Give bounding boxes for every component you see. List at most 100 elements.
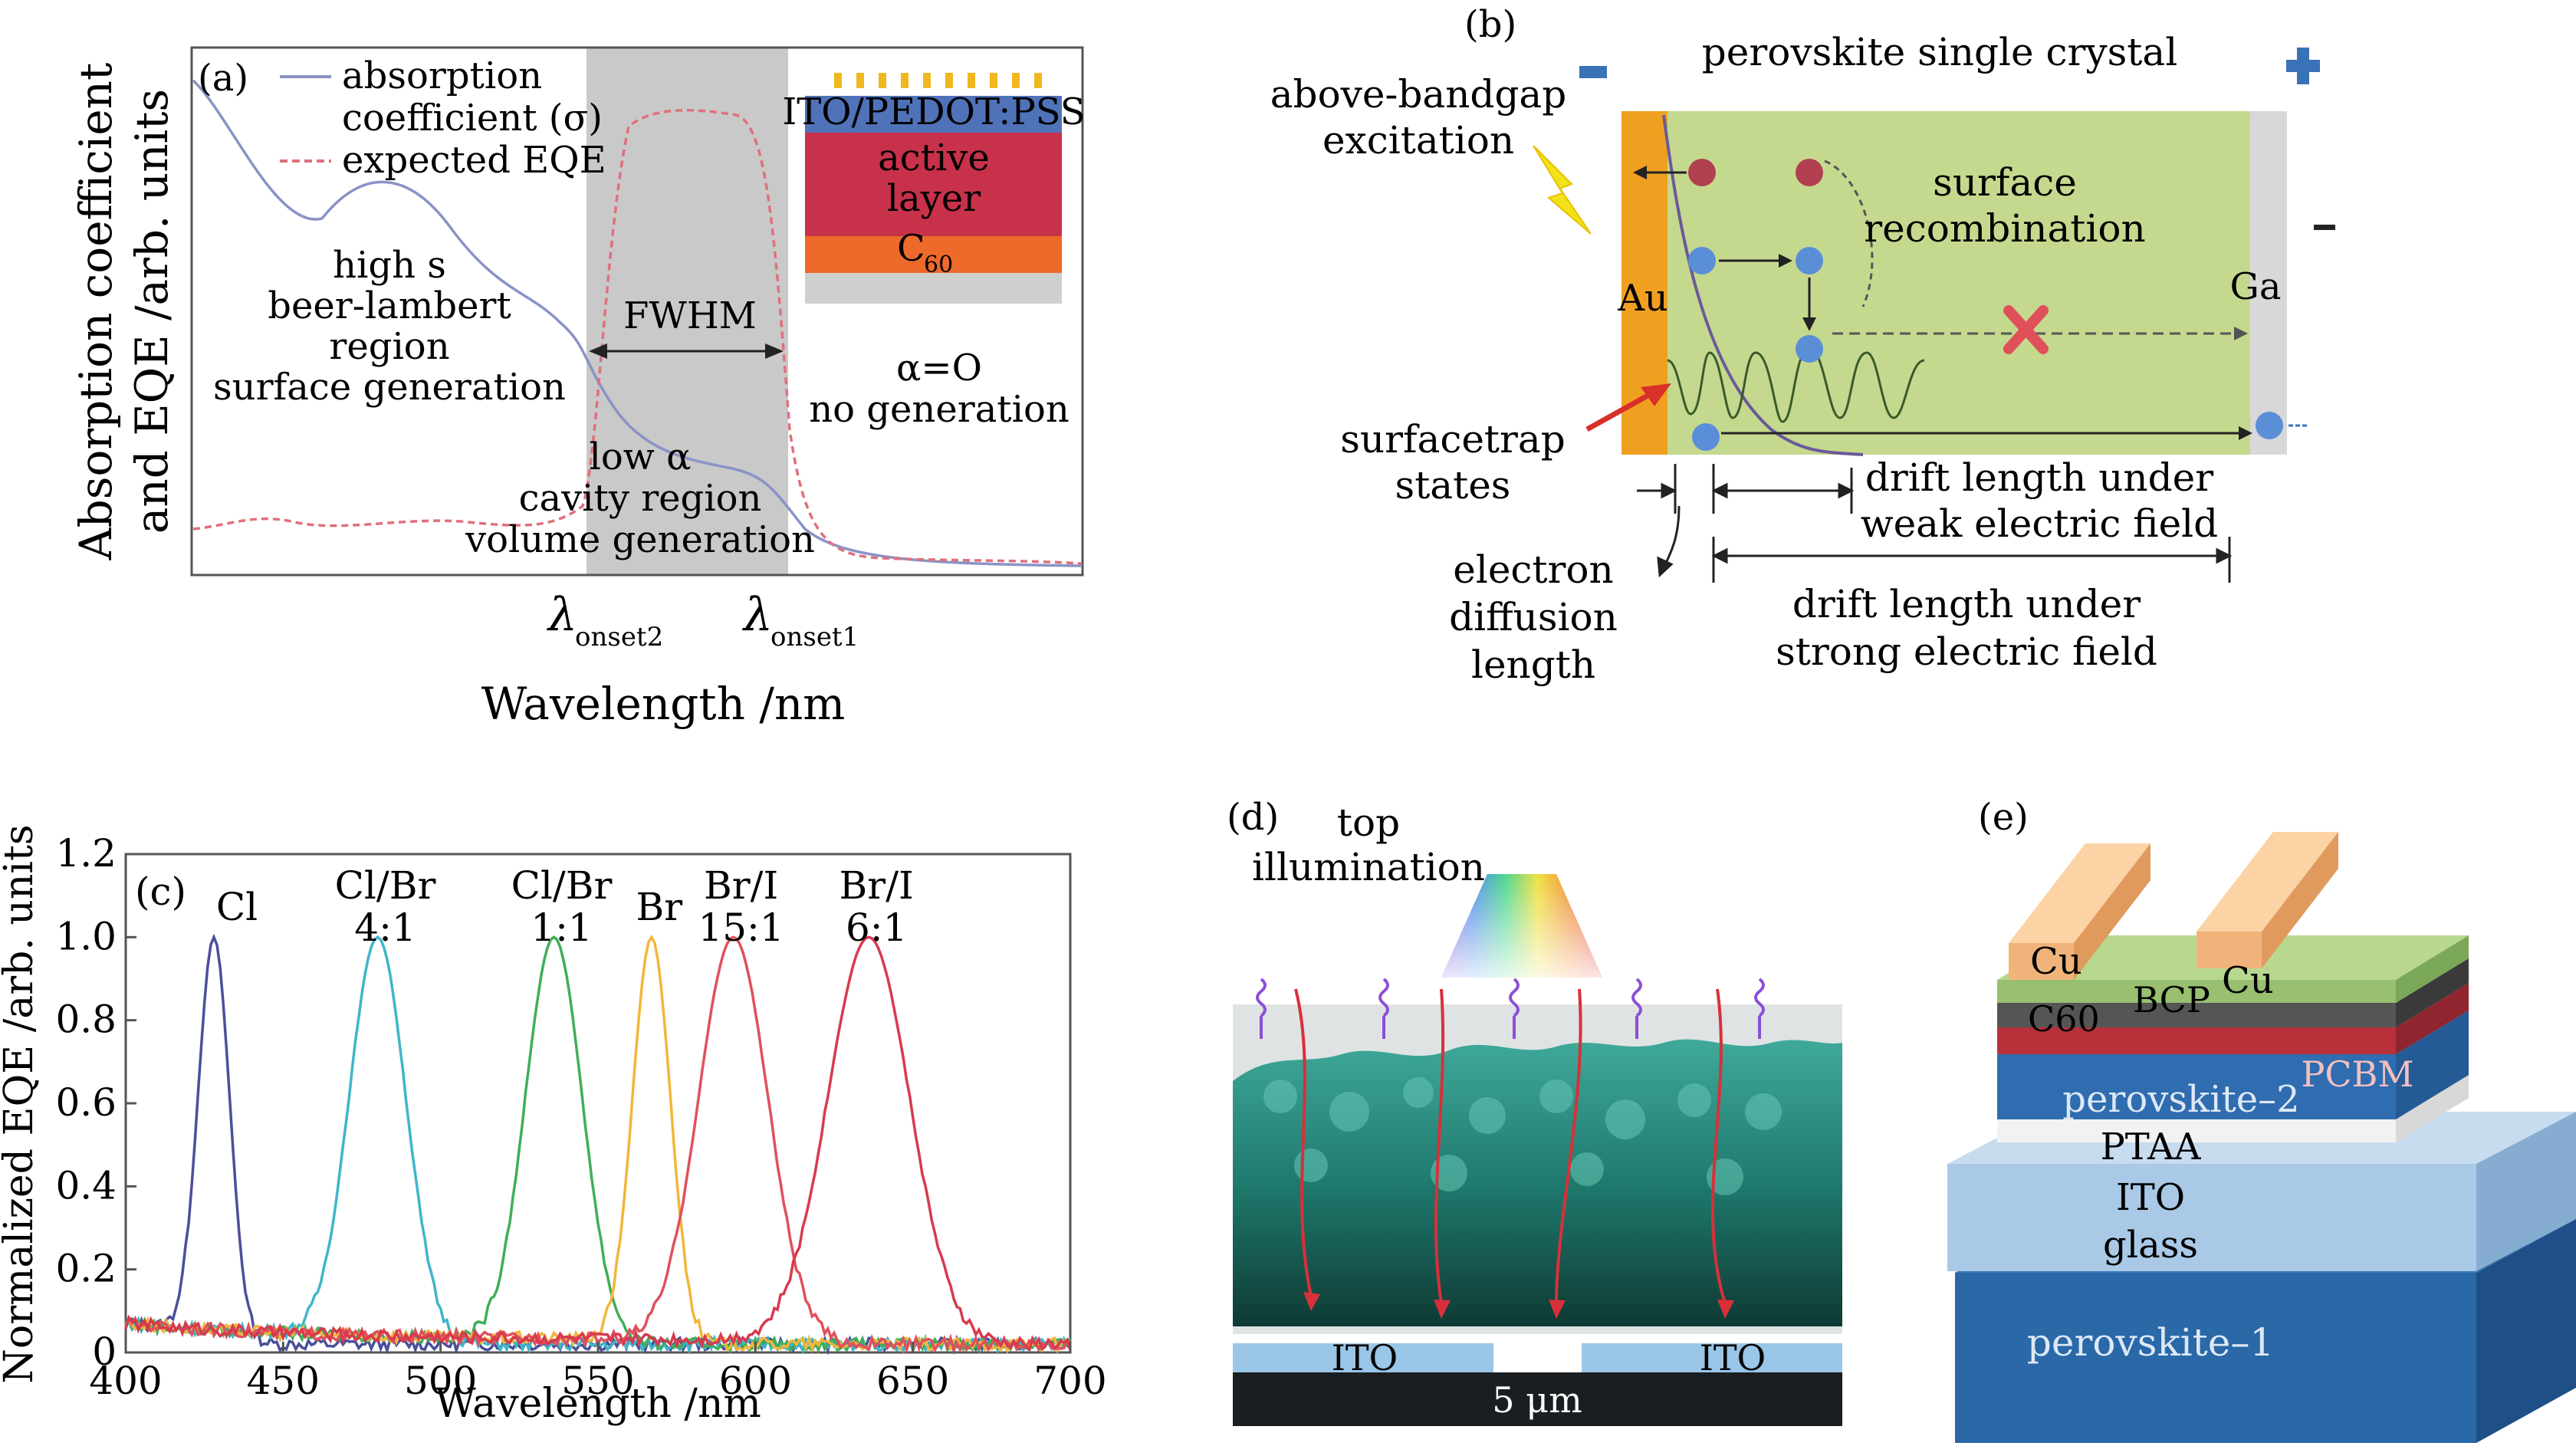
grain-texture bbox=[1263, 1077, 1782, 1195]
trap-wells-curve bbox=[1667, 347, 1925, 423]
electron-icon bbox=[1796, 335, 1823, 363]
x-tick-label: 650 bbox=[876, 1359, 949, 1403]
perovskite-1-front bbox=[1955, 1273, 2476, 1443]
lambda-onset2: λ bbox=[547, 588, 577, 642]
panel-a-y-axis-label-2: and EQE /arb. units bbox=[126, 89, 178, 534]
weak-field-label-2: weak electric field bbox=[1861, 501, 2218, 546]
fwhm-arrow-head-left bbox=[589, 343, 607, 359]
region-low-text-1: low α bbox=[589, 435, 691, 478]
peak-label: Br bbox=[636, 885, 682, 929]
x-tick-label: 500 bbox=[404, 1359, 477, 1403]
x-tick-label: 700 bbox=[1033, 1359, 1106, 1403]
gap-label: 5 μm bbox=[1492, 1379, 1582, 1421]
ptaa-front bbox=[1997, 1119, 2396, 1142]
glass-side bbox=[2476, 1112, 2576, 1271]
panel-a-figure: (a) absorption coefficient (σ) expected … bbox=[70, 46, 1086, 730]
chart-y-axis-label: Normalized EQE /arb. units bbox=[0, 824, 42, 1383]
cu-right-top bbox=[2196, 832, 2338, 932]
cu-right-side bbox=[2262, 832, 2338, 968]
region-zero-text-2: no generation bbox=[809, 388, 1070, 431]
panel-c-label: (c) bbox=[135, 869, 186, 914]
c60-side bbox=[2396, 958, 2469, 1027]
cu-right-label: Cu bbox=[2222, 959, 2274, 1002]
perovskite-2-side bbox=[2396, 1011, 2469, 1119]
trap-states-label-2: states bbox=[1395, 463, 1511, 508]
glass-front bbox=[1947, 1164, 2476, 1271]
panel-d-label: (d) bbox=[1227, 796, 1279, 839]
y-tick-label: 0 bbox=[92, 1329, 117, 1374]
panel-b-title: perovskite single crystal bbox=[1702, 30, 2177, 74]
panel-e: (e) Cu Cu C60 BCP PCBM perovskite–2 PTAA… bbox=[1932, 790, 2576, 1443]
region-zero-text-1: α=O bbox=[896, 347, 982, 389]
legend-absorption-label-2: coefficient (σ) bbox=[342, 97, 603, 140]
top-illumination-label-1: top bbox=[1337, 800, 1400, 845]
pcbm-label: PCBM bbox=[2301, 1053, 2413, 1095]
panel-a-y-axis-label-1: Absorption coefficient bbox=[70, 63, 122, 561]
electron-icon bbox=[1796, 247, 1823, 274]
y-tick-label: 0.6 bbox=[55, 1080, 117, 1125]
lambda-onset2-sub: onset2 bbox=[575, 622, 663, 652]
fwhm-arrow-head-right bbox=[765, 343, 784, 359]
external-minus-mark bbox=[2314, 225, 2335, 230]
lightning-icon bbox=[1533, 145, 1592, 235]
inset-active-label-2: layer bbox=[887, 177, 981, 220]
x-tick-label: 400 bbox=[89, 1359, 162, 1403]
series-line-br-i-15-1 bbox=[124, 935, 1071, 1355]
perovskite-crystal-block bbox=[1622, 111, 2258, 455]
peak-label-ratio: 1:1 bbox=[531, 905, 592, 950]
peak-label: Cl/Br bbox=[511, 863, 613, 908]
hole-icon bbox=[1796, 159, 1823, 186]
peak-label: Br/I bbox=[704, 863, 778, 908]
x-tick-label: 600 bbox=[719, 1359, 792, 1403]
trap-states-label-1: surfacetrap bbox=[1340, 417, 1565, 462]
series-line-cl bbox=[125, 933, 1072, 1356]
electron-trap-arrow-head bbox=[1802, 317, 1816, 331]
electron-icon bbox=[1688, 247, 1716, 274]
region-high-text-2: beer-lambert bbox=[268, 284, 511, 327]
inset-c60-sub: 60 bbox=[924, 251, 953, 278]
ptaa-side bbox=[2396, 1075, 2469, 1142]
fwhm-shaded-region bbox=[586, 48, 788, 575]
perovskite-1-side bbox=[2476, 1219, 2576, 1443]
gap-arrow bbox=[1496, 1350, 1579, 1365]
panel-a: (a) absorption coefficient (σ) expected … bbox=[0, 0, 1096, 736]
panel-d-figure: (d) top illumination ITO ITO 5 μm bbox=[1227, 796, 1842, 1426]
inset-active-label-1: active bbox=[878, 136, 990, 179]
ga-label: Ga bbox=[2230, 265, 2282, 308]
peak-label-ratio: 6:1 bbox=[846, 905, 907, 950]
y-tick-label: 0.8 bbox=[55, 997, 117, 1042]
region-high-text-4: surface generation bbox=[213, 366, 566, 409]
region-low-text-3: volume generation bbox=[465, 518, 815, 561]
surface-recombination-label-1: surface bbox=[1933, 160, 2077, 205]
device-stack-inset bbox=[805, 73, 1062, 304]
series-line-br-i-6-1 bbox=[124, 935, 1072, 1352]
bcp-side bbox=[2396, 935, 2469, 1003]
chart-series-group bbox=[124, 933, 1072, 1356]
absorption-curve bbox=[192, 79, 1082, 567]
blocked-drift-arrow-head bbox=[2234, 327, 2248, 340]
perovskite-2-front bbox=[1997, 1054, 2396, 1119]
ito-label: ITO bbox=[2116, 1176, 2185, 1219]
carrier-path-arrows bbox=[1294, 988, 1727, 1304]
fwhm-label: FWHM bbox=[623, 294, 757, 337]
diffusion-label-2: diffusion bbox=[1449, 595, 1618, 639]
above-bandgap-label-1: above-bandgap bbox=[1270, 72, 1567, 117]
strong-field-label-1: drift length under bbox=[1792, 582, 2141, 626]
lambda-onset1: λ bbox=[742, 588, 773, 642]
carrier-arrow-heads bbox=[1303, 1292, 1734, 1319]
substrate bbox=[1233, 1372, 1842, 1426]
panel-a-x-axis-label: Wavelength /nm bbox=[481, 678, 846, 730]
peak-label: Cl/Br bbox=[335, 863, 436, 908]
top-illumination-label-2: illumination bbox=[1252, 845, 1485, 889]
excitation-profile-curve bbox=[1662, 114, 1864, 456]
illumination-fade bbox=[1441, 874, 1602, 978]
weak-field-label-1: drift length under bbox=[1865, 455, 2213, 500]
perovskite-1-label: perovskite–1 bbox=[2027, 1320, 2274, 1365]
peak-label-ratio: 4:1 bbox=[354, 905, 416, 950]
ptaa-label: PTAA bbox=[2100, 1126, 2201, 1168]
c60-front bbox=[1997, 1003, 2396, 1027]
